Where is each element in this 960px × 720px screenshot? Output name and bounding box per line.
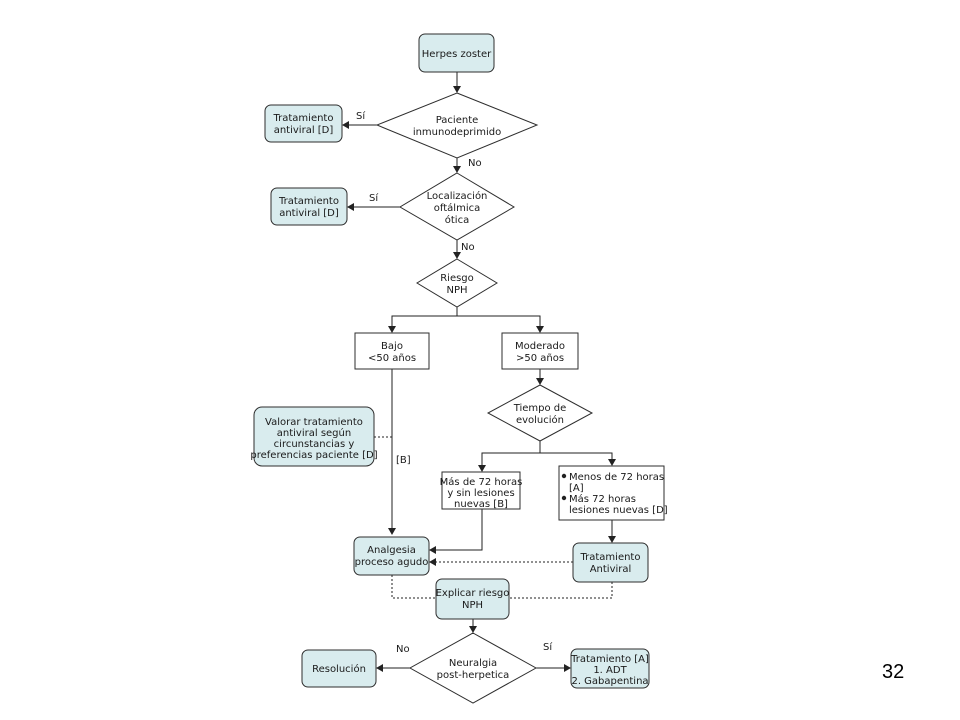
svg-text:2. Gabapentina: 2. Gabapentina xyxy=(571,676,648,687)
svg-text:Explicar riesgo: Explicar riesgo xyxy=(436,588,510,599)
svg-text:proceso agudo: proceso agudo xyxy=(355,557,429,568)
node-analgesia: Analgesia proceso agudo xyxy=(353,536,430,576)
decision-inmunodeprimido: Paciente inmunodeprimido xyxy=(375,92,539,159)
svg-text:Antiviral: Antiviral xyxy=(590,564,632,575)
edge-tratamiento-explicar-dotted xyxy=(509,582,613,599)
svg-text:Bajo: Bajo xyxy=(381,341,403,352)
svg-text:preferencias paciente [D]: preferencias paciente [D] xyxy=(250,450,377,461)
svg-text:circunstancias y: circunstancias y xyxy=(274,439,355,450)
edge-riesgo-moderado xyxy=(457,315,541,328)
node-moderado: Moderado >50 años xyxy=(501,332,579,370)
node-explicar-riesgo: Explicar riesgo NPH xyxy=(435,578,510,620)
svg-text:Localización: Localización xyxy=(427,190,488,202)
node-tratamiento-antiviral-2: Tratamiento antiviral [D] xyxy=(270,187,348,226)
svg-text:Riesgo: Riesgo xyxy=(440,273,474,284)
edge-riesgo-bajo xyxy=(391,307,458,328)
svg-text:Tratamiento [A]: Tratamiento [A] xyxy=(570,654,649,665)
node-resolucion: Resolución xyxy=(301,649,377,688)
svg-text:antiviral [D]: antiviral [D] xyxy=(274,125,334,136)
svg-text:evolución: evolución xyxy=(516,414,564,426)
edge-label-evidence: [B] xyxy=(396,455,411,466)
svg-text:[A]: [A] xyxy=(569,483,584,494)
svg-text:post-herpetica: post-herpetica xyxy=(437,670,510,681)
svg-text:Tratamiento: Tratamiento xyxy=(580,552,641,563)
node-tratamiento-antiviral: Tratamiento Antiviral xyxy=(572,542,649,583)
svg-text:Valorar tratamiento: Valorar tratamiento xyxy=(265,417,363,428)
svg-text:Analgesia: Analgesia xyxy=(367,545,416,556)
edge-mas72-analgesia xyxy=(434,509,483,551)
svg-text:oftálmica: oftálmica xyxy=(434,202,480,214)
edge-labels: Sí No Sí No [B] No Sí xyxy=(356,110,553,655)
bullet-icon xyxy=(561,495,567,501)
decision-riesgo-nph: Riesgo NPH xyxy=(416,258,498,308)
node-bajo: Bajo <50 años xyxy=(354,332,430,370)
edge-label-no: No xyxy=(468,158,482,169)
svg-text:1. ADT: 1. ADT xyxy=(593,665,627,676)
svg-text:Más 72 horas: Más 72 horas xyxy=(569,493,636,505)
svg-text:ótica: ótica xyxy=(445,214,469,226)
page-number: 32 xyxy=(882,661,904,683)
svg-text:y sin lesiones: y sin lesiones xyxy=(447,488,514,499)
svg-text:Tratamiento: Tratamiento xyxy=(278,196,339,207)
svg-text:antiviral según: antiviral según xyxy=(277,427,351,439)
node-mas-72-horas: Más de 72 horas y sin lesiones nuevas [B… xyxy=(440,471,523,510)
node-valorar-tratamiento: Valorar tratamiento antiviral según circ… xyxy=(250,406,378,467)
svg-text:Más de 72 horas: Más de 72 horas xyxy=(440,476,523,488)
svg-text:antiviral [D]: antiviral [D] xyxy=(279,208,339,219)
svg-text:lesiones nuevas [D]: lesiones nuevas [D] xyxy=(569,505,668,516)
decision-tiempo-evolucion: Tiempo de evolución xyxy=(486,384,594,442)
svg-text:Paciente: Paciente xyxy=(436,115,479,126)
svg-text:<50 años: <50 años xyxy=(368,353,416,364)
connectors xyxy=(342,72,616,672)
edge-label-no: No xyxy=(396,644,410,655)
decision-neuralgia: Neuralgia post-herpetica xyxy=(408,632,538,704)
edge-label-si: Sí xyxy=(369,192,379,204)
svg-text:Neuralgia: Neuralgia xyxy=(449,658,497,669)
svg-text:Tratamiento: Tratamiento xyxy=(273,113,334,124)
node-menos-72-horas: Menos de 72 horas [A] Más 72 horas lesio… xyxy=(558,465,668,521)
svg-text:>50 años: >50 años xyxy=(516,353,564,364)
edge-analgesia-explicar-dotted xyxy=(391,575,436,599)
svg-text:Herpes zoster: Herpes zoster xyxy=(422,49,492,60)
edge-tiempo-menos72 xyxy=(540,452,613,461)
svg-text:Menos de 72 horas: Menos de 72 horas xyxy=(569,472,664,483)
svg-text:Resolución: Resolución xyxy=(312,663,366,675)
svg-text:Tiempo de: Tiempo de xyxy=(513,403,567,414)
edge-label-no: No xyxy=(461,242,475,253)
edge-tiempo-mas72 xyxy=(481,441,541,467)
bullet-icon xyxy=(561,473,567,479)
svg-text:NPH: NPH xyxy=(462,600,483,611)
decision-localizacion: Localización oftálmica ótica xyxy=(399,172,515,241)
svg-text:nuevas [B]: nuevas [B] xyxy=(454,499,508,510)
edge-label-si: Sí xyxy=(356,110,366,122)
node-herpes-zoster: Herpes zoster xyxy=(418,33,495,73)
edge-label-si: Sí xyxy=(543,641,553,653)
node-tratamiento-antiviral-1: Tratamiento antiviral [D] xyxy=(264,104,343,143)
node-tratamiento-final: Tratamiento [A] 1. ADT 2. Gabapentina xyxy=(570,648,650,689)
svg-text:inmunodeprimido: inmunodeprimido xyxy=(413,127,501,138)
svg-text:Moderado: Moderado xyxy=(515,341,565,352)
svg-text:NPH: NPH xyxy=(446,285,467,296)
